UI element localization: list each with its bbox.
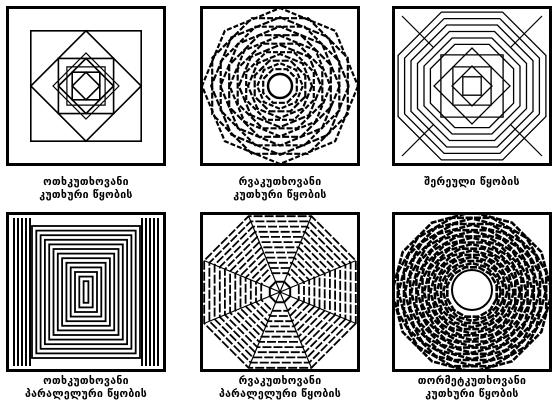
center-hole <box>452 270 492 310</box>
diagonal-strut <box>511 16 543 48</box>
diagonal-strut <box>402 125 434 157</box>
panel-frame <box>8 214 165 371</box>
square-angular-diagram <box>6 6 166 166</box>
caption-line: კუთხური წყობის <box>200 189 360 202</box>
octagon-angular-diagram <box>200 6 360 166</box>
diagonal-strut <box>511 125 543 157</box>
caption-line: კუთხური წყობის <box>6 189 166 202</box>
nested-rectangle <box>84 281 89 303</box>
center-hole <box>268 74 292 98</box>
caption-octagon-angular: რვაკუთხოვანი კუთხური წყობის <box>200 176 360 202</box>
nested-square <box>452 66 492 106</box>
nested-square <box>31 31 141 141</box>
nested-rectangle <box>32 226 140 358</box>
caption-dodecagon-angular: თორმეტკუთხოვანი კუთხური წყობის <box>392 375 552 401</box>
caption-line: თორმეტკუთხოვანი <box>392 375 552 388</box>
caption-line: რვაკუთხოვანი <box>200 176 360 189</box>
nested-rectangle <box>54 249 119 335</box>
nested-square <box>453 67 491 105</box>
octagon-ring <box>424 38 520 134</box>
nested-square <box>31 31 141 141</box>
octagon-ring <box>430 44 513 127</box>
caption-line: ოთხკუთხოვანი <box>6 375 166 388</box>
square-parallel-diagram <box>6 212 166 372</box>
nested-rectangle <box>62 258 110 326</box>
octagon-parallel-diagram <box>200 212 360 372</box>
caption-line: შერეული წყობის <box>392 176 552 189</box>
dodecagon-angular-diagram <box>392 212 552 372</box>
caption-line: პარალელური წყობის <box>6 388 166 401</box>
diagonal-strut <box>402 16 434 48</box>
caption-line: რვაკუთხოვანი <box>200 375 360 388</box>
nested-square <box>463 77 481 95</box>
nested-square <box>72 72 100 100</box>
caption-line: კუთხური წყობის <box>392 388 552 401</box>
nested-square <box>72 72 100 100</box>
caption-octagon-parallel: რვაკუთხოვანი პარალელური წყობის <box>200 375 360 401</box>
nested-rectangle <box>75 272 97 312</box>
caption-mixed: შერეული წყობის <box>392 176 552 189</box>
caption-square-angular: ოთხკუთხოვანი კუთხური წყობის <box>6 176 166 202</box>
nested-square <box>434 48 510 124</box>
caption-square-parallel: ოთხკუთხოვანი პარალელური წყობის <box>6 375 166 401</box>
caption-line: პარალელური წყობის <box>200 388 360 401</box>
nested-square <box>441 55 503 117</box>
mixed-diagram <box>392 6 552 166</box>
caption-line: ოთხკუთხოვანი <box>6 176 166 189</box>
nested-square <box>53 53 119 119</box>
